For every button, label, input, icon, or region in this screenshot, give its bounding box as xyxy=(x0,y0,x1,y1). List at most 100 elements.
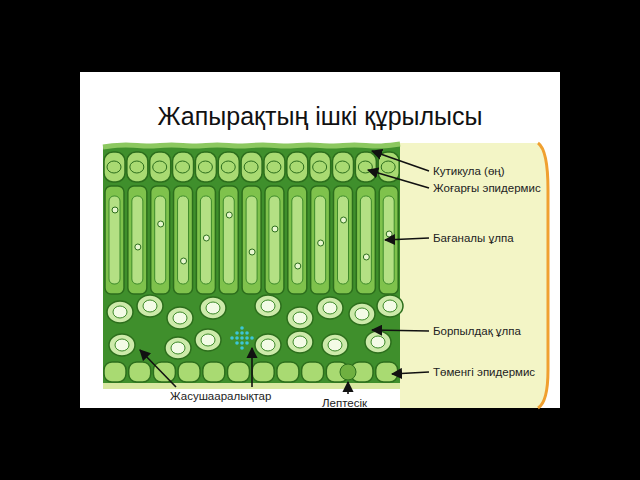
epidermis-vacuole xyxy=(244,161,258,173)
upper-epidermis-cell xyxy=(241,152,262,182)
upper-epidermis-cell xyxy=(127,152,148,182)
lower-epidermis-cell xyxy=(178,362,200,382)
epidermis-vacuole xyxy=(153,161,167,173)
palisade-vacuole xyxy=(246,196,257,284)
nucleus xyxy=(249,249,255,255)
spongy-cell xyxy=(167,307,193,329)
lower-epidermis-cell xyxy=(104,362,126,382)
palisade-vacuole xyxy=(109,196,120,284)
lower-epidermis-cell xyxy=(277,362,299,382)
spongy-vacuole xyxy=(261,339,275,351)
vein-dot xyxy=(245,341,249,345)
spongy-vacuole xyxy=(371,336,385,348)
epidermis-vacuole xyxy=(130,161,144,173)
nucleus xyxy=(181,258,187,264)
spongy-cell xyxy=(317,297,343,319)
label-panel xyxy=(400,143,548,408)
spongy-cell xyxy=(107,301,133,323)
part-label: Бағаналы ұлпа xyxy=(433,232,514,244)
lower-epidermis-cell xyxy=(376,362,398,382)
spongy-vacuole xyxy=(113,306,127,318)
palisade-cell xyxy=(242,186,261,294)
palisade-cell xyxy=(151,186,170,294)
spongy-vacuole xyxy=(323,302,337,314)
lower-epidermis-cell xyxy=(129,362,151,382)
spongy-vacuole xyxy=(328,339,342,351)
spongy-vacuole xyxy=(201,334,215,346)
leader-arrow xyxy=(140,350,176,387)
spongy-vacuole xyxy=(261,300,275,312)
lower-epidermis-cell xyxy=(153,362,175,382)
upper-epidermis-cell xyxy=(264,152,285,182)
spongy-vacuole xyxy=(115,339,129,351)
vein-dot xyxy=(250,336,254,340)
vein-dot xyxy=(240,326,244,330)
upper-epidermis-cell xyxy=(218,152,239,182)
leader-arrow xyxy=(368,170,429,188)
epidermis-vacuole xyxy=(336,161,350,173)
nucleus xyxy=(135,244,141,250)
spongy-cell xyxy=(287,331,313,353)
nucleus xyxy=(363,254,369,260)
spongy-cell xyxy=(195,329,221,351)
vein-dot xyxy=(245,336,249,340)
epidermis-vacuole xyxy=(381,161,395,173)
leader-arrow xyxy=(347,382,349,394)
palisade-cell xyxy=(196,186,215,294)
cuticle xyxy=(103,144,400,147)
stoma xyxy=(340,364,356,380)
palisade-cell xyxy=(128,186,147,294)
part-label: Кутикула (өң) xyxy=(433,165,505,177)
lower-epidermis-cell xyxy=(252,362,274,382)
palisade-cell xyxy=(334,186,353,294)
palisade-cell xyxy=(265,186,284,294)
epidermis-vacuole xyxy=(176,161,190,173)
vein-dot xyxy=(245,331,249,335)
palisade-cell xyxy=(288,186,307,294)
epidermis-vacuole xyxy=(221,161,235,173)
palisade-cell xyxy=(311,186,330,294)
epidermis-vacuole xyxy=(290,161,304,173)
epidermis-vacuole xyxy=(107,161,121,173)
nucleus xyxy=(112,207,118,213)
spongy-cell xyxy=(377,295,403,317)
spongy-vacuole xyxy=(206,302,220,314)
nucleus xyxy=(203,235,209,241)
vein-dot xyxy=(235,341,239,345)
vein-dot xyxy=(230,336,234,340)
spongy-vacuole xyxy=(383,300,397,312)
vein-dot xyxy=(240,341,244,345)
slide-title: Жапырақтың ішкі құрылысы xyxy=(157,102,482,131)
part-label: Жоғарғы эпидермис xyxy=(433,182,541,194)
palisade-vacuole xyxy=(155,196,166,284)
palisade-vacuole xyxy=(269,196,280,284)
part-label: Төменгі эпидермис xyxy=(433,366,535,378)
bottom-label: Лептесік xyxy=(322,397,367,409)
epidermis-vacuole xyxy=(198,161,212,173)
palisade-cell xyxy=(174,186,193,294)
palisade-vacuole xyxy=(360,196,371,284)
spongy-vacuole xyxy=(355,308,369,320)
palisade-vacuole xyxy=(292,196,303,284)
lower-epidermis-cell xyxy=(228,362,250,382)
leader-arrow xyxy=(251,348,253,387)
palisade-vacuole xyxy=(200,196,211,284)
upper-epidermis-cell xyxy=(173,152,194,182)
upper-epidermis-cell xyxy=(355,152,376,182)
palisade-vacuole xyxy=(338,196,349,284)
palisade-vacuole xyxy=(132,196,143,284)
nucleus xyxy=(318,240,324,246)
spongy-cell xyxy=(200,297,226,319)
spongy-cell xyxy=(255,295,281,317)
spongy-cell xyxy=(349,303,375,325)
nucleus xyxy=(341,217,347,223)
spongy-cell xyxy=(109,334,135,356)
spongy-vacuole xyxy=(293,336,307,348)
leaf-body xyxy=(103,146,400,386)
palisade-cell xyxy=(356,186,375,294)
spongy-vacuole xyxy=(171,342,185,354)
vein-dot xyxy=(240,336,244,340)
nucleus xyxy=(386,231,392,237)
spongy-cell xyxy=(322,334,348,356)
